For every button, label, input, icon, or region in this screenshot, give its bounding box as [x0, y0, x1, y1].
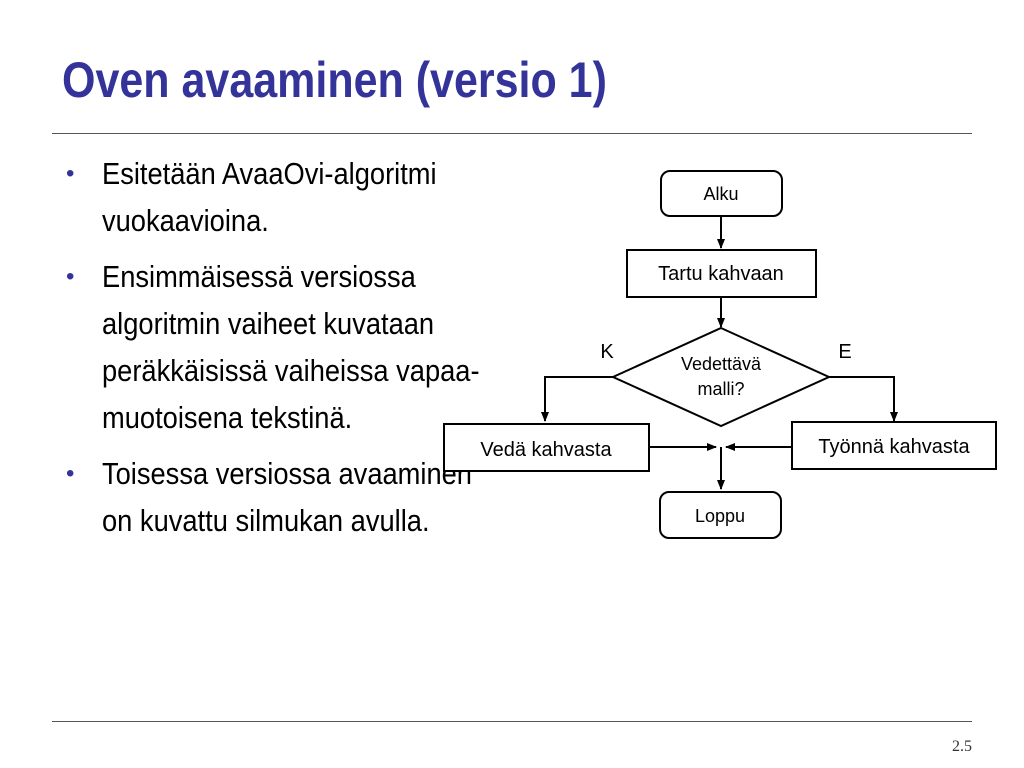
connector-decision-no: [829, 376, 898, 422]
decision-no-label: E: [838, 341, 851, 363]
bullet-list: • Esitetään AvaaOvi-algoritmi vuokaavioi…: [62, 150, 480, 553]
connector-decision-yes: [541, 376, 613, 422]
node-end-label: Loppu: [695, 506, 745, 526]
bullet-icon: •: [66, 460, 75, 487]
node-step-label: Tartu kahvaan: [658, 263, 784, 285]
node-yes-branch-label: Vedä kahvasta: [480, 439, 612, 461]
title-divider: [52, 133, 972, 134]
bullet-item: • Ensimmäisessä versiossa algoritmin vai…: [62, 253, 480, 441]
bullet-text: Esitetään AvaaOvi-algoritmi vuokaavioina…: [102, 156, 437, 238]
node-step: Tartu kahvaan: [626, 249, 817, 298]
node-decision: Vedettävä malli?: [610, 326, 832, 428]
footer-divider: [52, 721, 972, 722]
node-decision-label-line1: Vedettävä: [681, 354, 762, 374]
node-start-label: Alku: [703, 184, 738, 204]
bullet-icon: •: [66, 160, 75, 187]
decision-yes-label: K: [600, 341, 614, 363]
node-no-branch: Työnnä kahvasta: [791, 421, 997, 470]
node-decision-label-line2: malli?: [697, 379, 744, 399]
flowchart-connectors: [541, 216, 898, 490]
node-no-branch-label: Työnnä kahvasta: [818, 436, 970, 458]
page-number: 2.5: [952, 738, 972, 755]
bullet-item: • Toisessa versiossa avaaminen on kuvatt…: [62, 450, 472, 544]
node-yes-branch: Vedä kahvasta: [443, 423, 650, 472]
slide-title: Oven avaaminen (versio 1): [62, 52, 607, 108]
bullet-text: Toisessa versiossa avaaminen on kuvattu …: [102, 456, 472, 538]
node-start: Alku: [660, 170, 783, 217]
bullet-text: Ensimmäisessä versiossa algoritmin vaihe…: [102, 259, 480, 435]
bullet-item: • Esitetään AvaaOvi-algoritmi vuokaavioi…: [62, 150, 462, 244]
node-end: Loppu: [659, 491, 782, 539]
bullet-icon: •: [66, 263, 75, 290]
